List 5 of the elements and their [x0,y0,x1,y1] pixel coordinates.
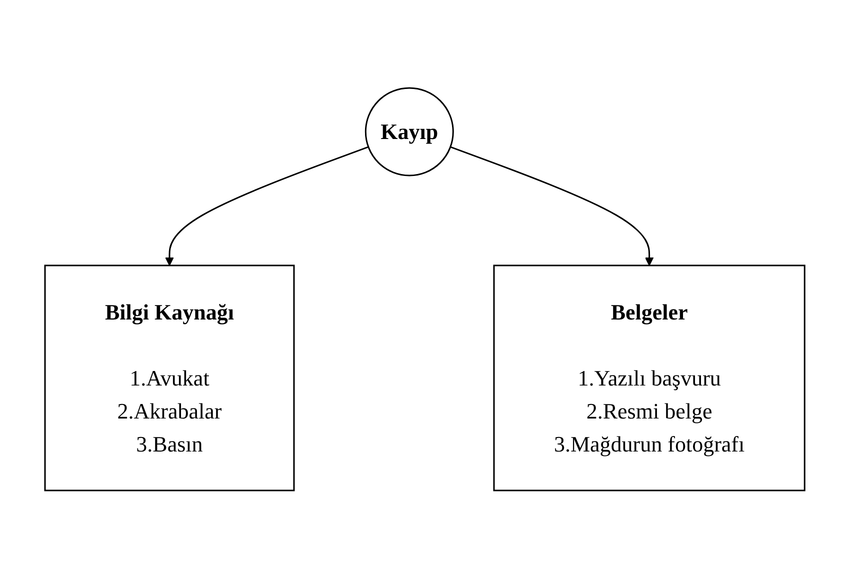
arrow [165,146,369,266]
node-box: Bilgi Kaynağı 1.Avukat 2.Akrabalar 3.Basın [44,264,295,491]
node-circle: Kayıp [365,87,454,176]
node-box: Belgeler 1.Yazılı başvuru 2.Resmi belge 3.Mağdurun fotoğrafı [493,264,806,491]
arrow [450,146,654,266]
